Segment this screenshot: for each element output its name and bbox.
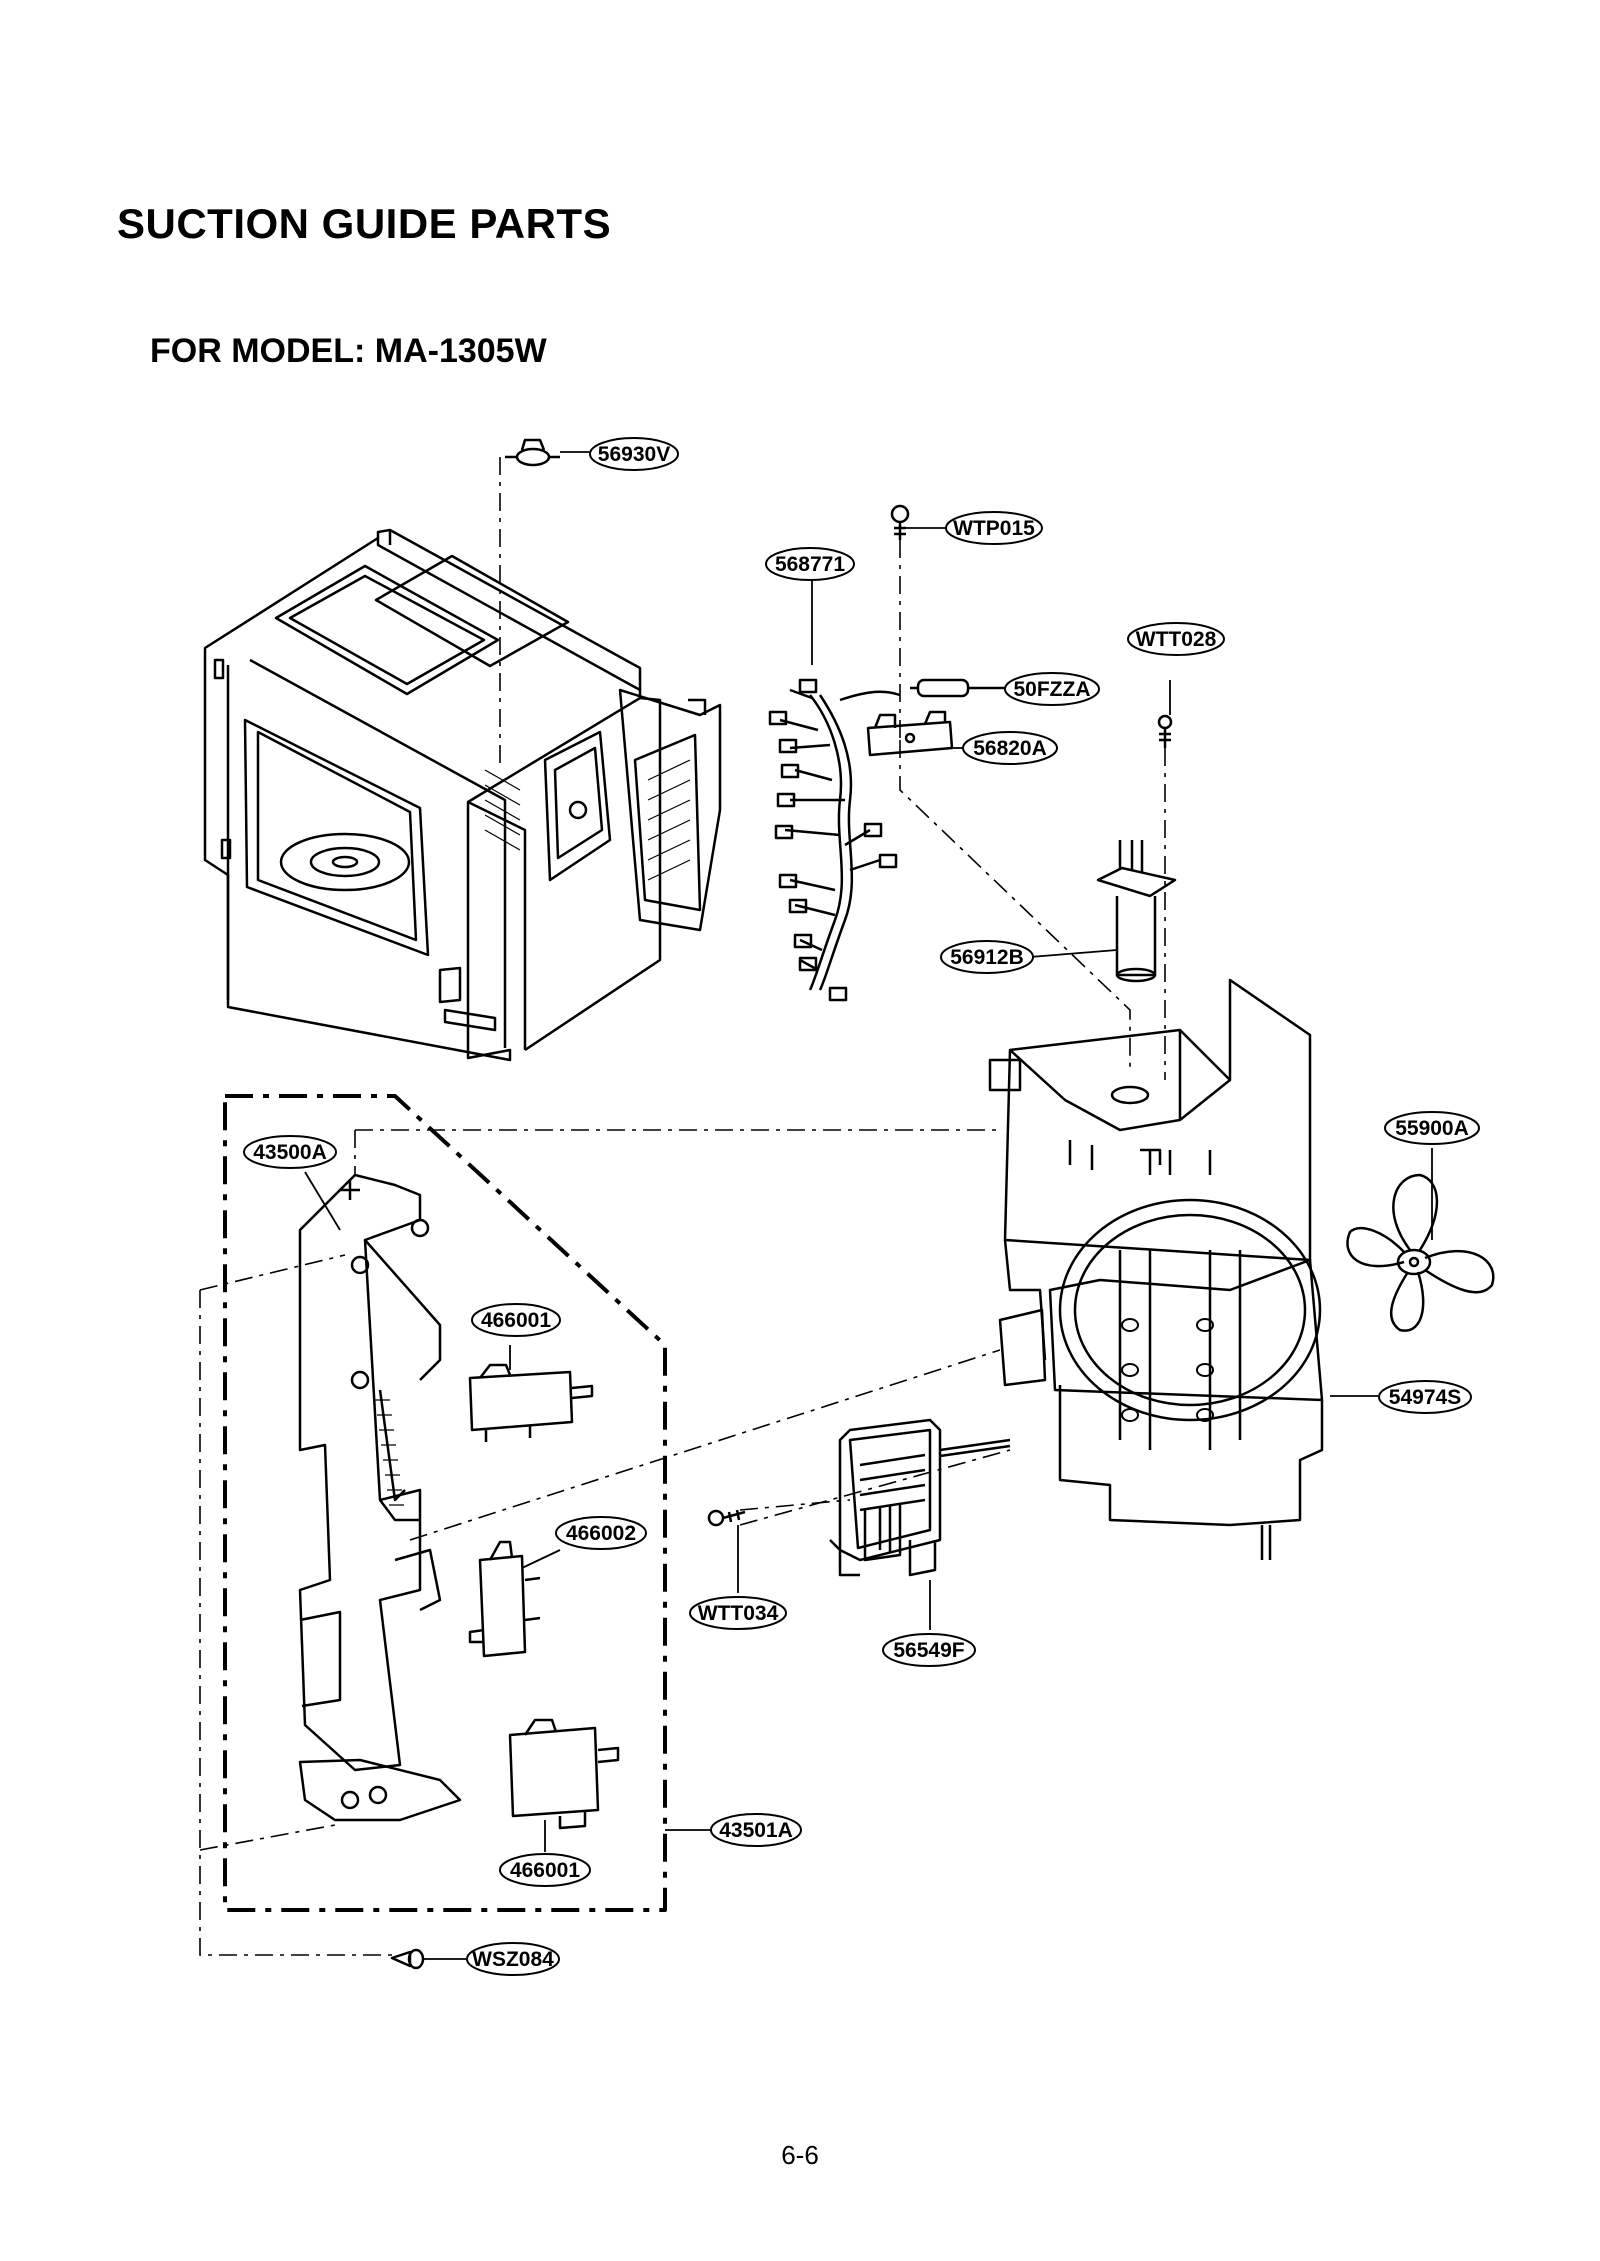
svg-text:568771: 568771: [775, 553, 845, 576]
model-subtitle: FOR MODEL: MA-1305W: [150, 332, 547, 370]
switch-466002-drawing: [468, 1540, 541, 1658]
label-466001-lower: 466001: [499, 1853, 591, 1887]
label-43501A: 43501A: [710, 1813, 802, 1847]
svg-text:WTP015: WTP015: [953, 517, 1035, 540]
label-568771: 568771: [765, 547, 855, 581]
label-466001-upper: 466001: [471, 1303, 561, 1337]
label-54974S: 54974S: [1378, 1380, 1472, 1414]
switch-466001-lower-drawing: [508, 1718, 620, 1830]
svg-text:466001: 466001: [510, 1859, 580, 1882]
fuse-holder-drawing: [866, 710, 954, 757]
label-43500A: 43500A: [243, 1135, 337, 1169]
page-number: 6-6: [781, 2140, 819, 2170]
svg-text:54974S: 54974S: [1389, 1386, 1461, 1409]
cabinet-vent-hatch: [484, 759, 691, 881]
cabinet-drawing: [203, 528, 722, 1062]
fan-motor-drawing: [829, 1418, 1011, 1577]
fan-blade-drawing: [1346, 1173, 1495, 1332]
svg-text:56930V: 56930V: [598, 443, 670, 466]
label-WTT034: WTT034: [689, 1596, 787, 1630]
label-56820A: 56820A: [962, 731, 1058, 765]
label-56912B: 56912B: [940, 940, 1034, 974]
svg-text:50FZZA: 50FZZA: [1013, 678, 1090, 701]
svg-text:WTT034: WTT034: [698, 1602, 779, 1625]
switch-466001-upper-drawing: [468, 1363, 594, 1442]
latch-assembly-boundary: [223, 1094, 667, 1912]
svg-text:56912B: 56912B: [950, 946, 1024, 969]
svg-text:55900A: 55900A: [1395, 1117, 1469, 1140]
screw-wtt028-drawing: [1157, 714, 1173, 748]
air-guide-pins: [1121, 1318, 1214, 1422]
label-WTP015: WTP015: [945, 511, 1043, 545]
label-466002: 466002: [555, 1516, 647, 1550]
svg-text:WTT028: WTT028: [1136, 628, 1217, 651]
screw-wtp015-drawing: [890, 504, 910, 540]
label-56930V: 56930V: [589, 437, 679, 471]
screw-wsz084-drawing: [390, 1948, 425, 1970]
latch-rack-teeth: [375, 1399, 404, 1506]
label-WSZ084: WSZ084: [466, 1942, 560, 1976]
wiring-harness-drawing: [768, 678, 901, 1002]
svg-text:466002: 466002: [566, 1522, 636, 1545]
air-guide-drawing: [988, 978, 1324, 1560]
fuse-drawing: [910, 678, 1005, 698]
latch-board-drawing: [298, 1173, 462, 1822]
svg-text:466001: 466001: [481, 1309, 551, 1332]
svg-text:56820A: 56820A: [973, 737, 1047, 760]
label-50FZZA: 50FZZA: [1004, 672, 1100, 706]
label-connectors: [304, 451, 1433, 1960]
label-56549F: 56549F: [882, 1633, 976, 1667]
svg-text:56549F: 56549F: [893, 1639, 964, 1662]
svg-text:43500A: 43500A: [253, 1141, 327, 1164]
label-WTT028: WTT028: [1127, 622, 1225, 656]
thermostat-top-drawing: [505, 438, 560, 467]
svg-text:WSZ084: WSZ084: [472, 1948, 554, 1971]
screw-wtt034-drawing: [707, 1509, 746, 1527]
lamp-drawing: [1096, 840, 1177, 983]
page-title: SUCTION GUIDE PARTS: [117, 200, 612, 247]
reference-lines: [199, 457, 1166, 1956]
svg-text:43501A: 43501A: [719, 1819, 793, 1842]
label-55900A: 55900A: [1384, 1111, 1480, 1145]
